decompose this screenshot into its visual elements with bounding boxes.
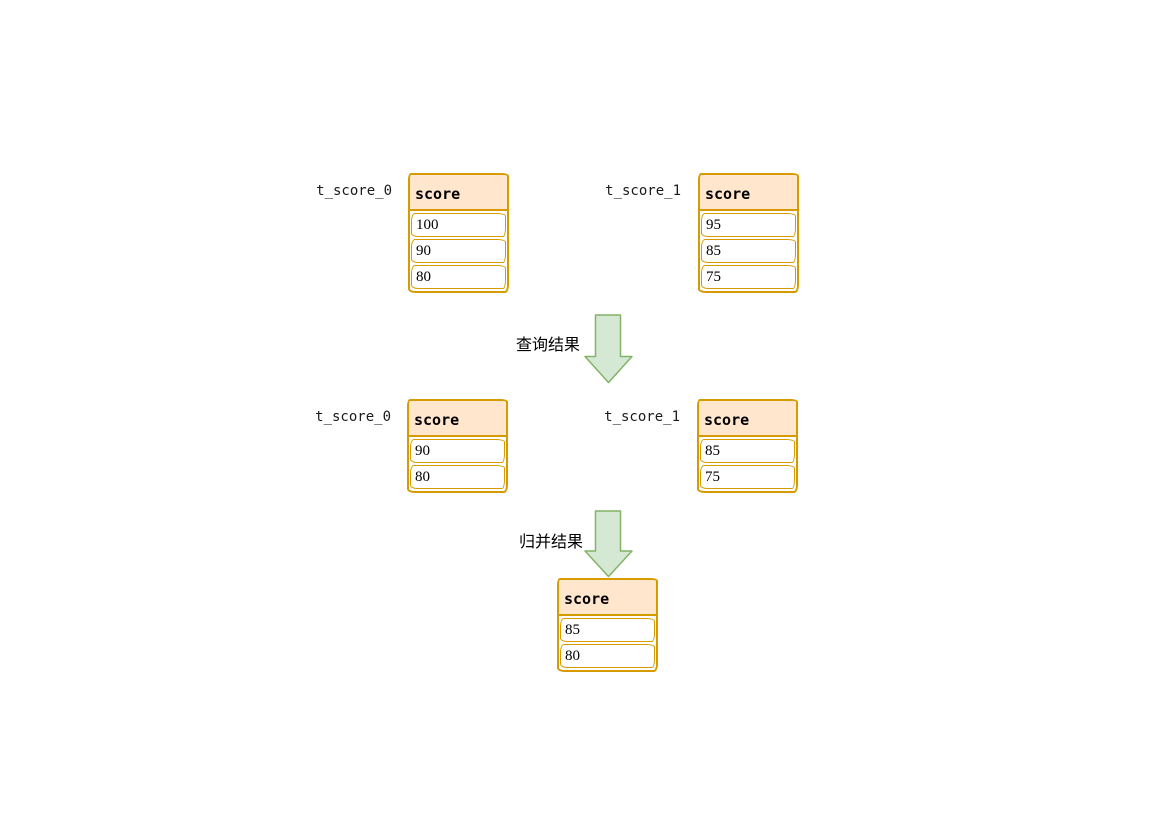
- table-cell: 85: [700, 439, 795, 463]
- table-header: score: [410, 175, 507, 211]
- table-cell: 80: [560, 644, 655, 668]
- table-merged-result: score 85 80: [557, 578, 658, 672]
- table-cell: 80: [410, 465, 505, 489]
- table-t-score-1-stage2: score 85 75: [697, 399, 798, 493]
- table-cell: 90: [411, 239, 506, 263]
- merge-result-down-arrow-icon: [584, 510, 633, 578]
- query-arrow-label: 查询结果: [515, 337, 580, 354]
- table-cell: 85: [701, 239, 796, 263]
- table-cell: 85: [560, 618, 655, 642]
- table-cell: 90: [410, 439, 505, 463]
- table-name-label-t-score-0-stage1: t_score_0: [316, 183, 392, 199]
- table-t-score-1-stage1: score 95 85 75: [698, 173, 799, 293]
- query-result-down-arrow-icon: [584, 314, 633, 384]
- table-name-label-t-score-1-stage2: t_score_1: [604, 409, 680, 425]
- table-cell: 80: [411, 265, 506, 289]
- table-cell: 75: [701, 265, 796, 289]
- table-cell: 95: [701, 213, 796, 237]
- table-header: score: [699, 401, 796, 437]
- table-cell: 100: [411, 213, 506, 237]
- table-t-score-0-stage1: score 100 90 80: [408, 173, 509, 293]
- table-header: score: [700, 175, 797, 211]
- table-header: score: [409, 401, 506, 437]
- table-cell: 75: [700, 465, 795, 489]
- table-name-label-t-score-1-stage1: t_score_1: [605, 183, 681, 199]
- table-t-score-0-stage2: score 90 80: [407, 399, 508, 493]
- merge-arrow-label: 归并结果: [518, 534, 583, 551]
- table-header: score: [559, 580, 656, 616]
- table-name-label-t-score-0-stage2: t_score_0: [315, 409, 391, 425]
